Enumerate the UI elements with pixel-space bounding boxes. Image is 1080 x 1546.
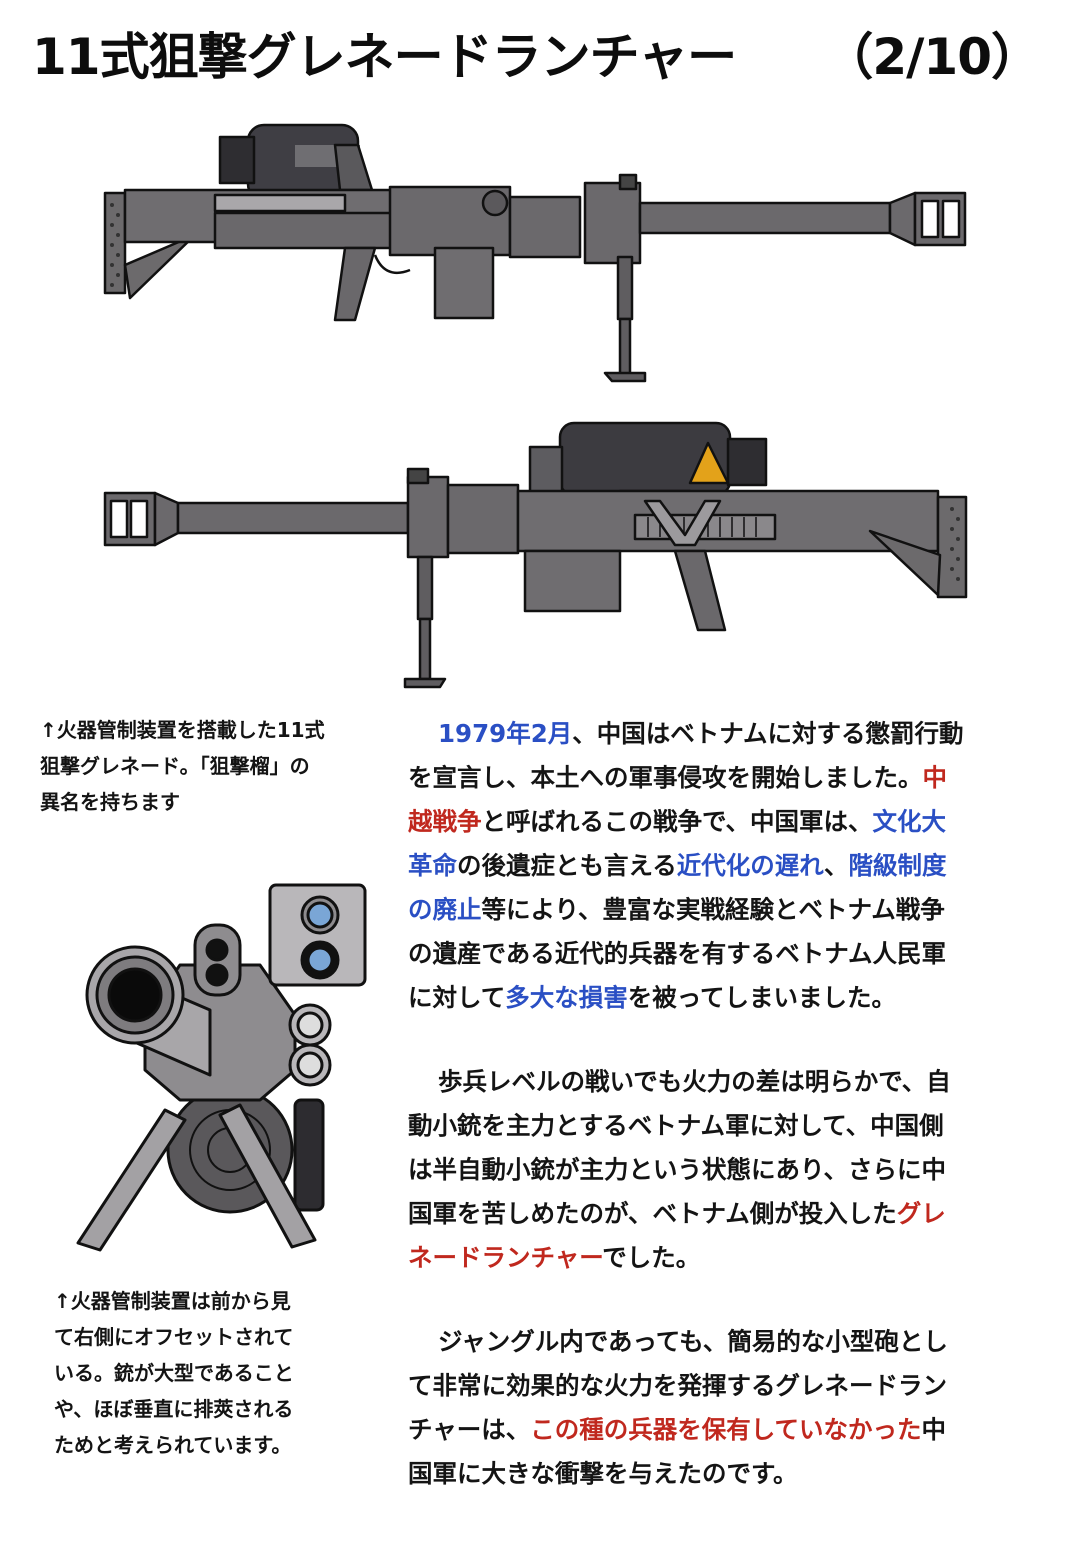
text-segment: 、 [824,851,849,880]
article-line: 革命の後遺症とも言える近代化の遅れ、階級制度 [408,844,1048,888]
article-body: 1979年2月、中国はベトナムに対する懲罰行動を宣言し、本土への軍事侵攻を開始し… [408,712,1048,1536]
caption-top-line: ↑火器管制装置を搭載した11式 [40,718,325,742]
grenade-launcher-side-right-icon [103,123,967,383]
highlight-blue-text: 革命 [408,851,457,880]
article-paragraph: 歩兵レベルの戦いでも火力の差は明らかで、自動小銃を主力とするベトナム軍に対して、… [408,1060,1048,1280]
grenade-launcher-side-left-icon [103,421,968,689]
illustration-side-view-left [100,405,970,695]
caption-top-line: 異名を持ちます [40,790,180,814]
illustration-front-view [70,875,390,1255]
title-text: 11式狙撃グレネードランチャー [32,28,737,86]
text-segment: を宣言し、本土への軍事侵攻を開始しました。 [408,763,923,792]
text-segment: 国軍に大きな衝撃を与えたのです。 [408,1459,798,1488]
highlight-blue-text: 階級制度 [848,851,947,880]
highlight-red-text: 越戦争 [408,807,482,836]
article-paragraph: 1979年2月、中国はベトナムに対する懲罰行動を宣言し、本土への軍事侵攻を開始し… [408,712,1048,1020]
text-segment: チャーは、 [408,1415,531,1444]
text-segment: 、中国はベトナムに対する懲罰行動 [572,719,964,748]
text-segment: 歩兵レベルの戦いでも火力の差は明らかで、自 [438,1067,951,1096]
highlight-blue-text: 文化大 [872,807,947,836]
article-line: 国軍に大きな衝撃を与えたのです。 [408,1452,1048,1496]
article-line: の廃止等により、豊富な実戦経験とベトナム戦争 [408,888,1048,932]
highlight-blue-text: 1979年2月 [438,719,573,748]
article-line: 国軍を苦しめたのが、ベトナム側が投入したグレ [408,1192,1048,1236]
article-line: の遺産である近代的兵器を有するベトナム人民軍 [408,932,1048,976]
highlight-blue-text: 近代化の遅れ [676,851,825,880]
caption-bottom-line: や、ほぼ垂直に排莢される [54,1397,294,1421]
caption-bottom-line: て右側にオフセットされて [54,1325,294,1349]
grenade-launcher-front-icon [76,883,367,1252]
caption-bottom-line: ↑火器管制装置は前から見 [54,1289,291,1313]
page-title: 11式狙撃グレネードランチャー （2/10） [32,22,1052,92]
highlight-blue-text: の廃止 [408,895,482,924]
caption-bottom-line: ためと考えられています。 [54,1433,292,1457]
text-segment: 動小銃を主力とするベトナム軍に対して、中国側 [408,1111,944,1140]
article-line: は半自動小銃が主力という状態にあり、さらに中 [408,1148,1048,1192]
text-segment: と呼ばれるこの戦争で、中国軍は、 [481,807,873,836]
caption-bottom: ↑火器管制装置は前から見 て右側にオフセットされて いる。銃が大型であること や… [54,1283,294,1463]
text-segment: を被ってしまいました。 [627,983,897,1012]
article-line: ネードランチャーでした。 [408,1236,1048,1280]
text-segment: の後遺症とも言える [457,851,677,880]
article-paragraph: ジャングル内であっても、簡易的な小型砲として非常に効果的な火力を発揮するグレネー… [408,1320,1048,1496]
caption-bottom-line: いる。銃が大型であること [54,1361,294,1385]
text-segment: て非常に効果的な火力を発揮するグレネードラン [408,1371,947,1400]
article-line: に対して多大な損害を被ってしまいました。 [408,976,1048,1020]
text-segment: でした。 [602,1243,701,1272]
article-line: 1979年2月、中国はベトナムに対する懲罰行動 [408,712,1048,756]
text-segment: ジャングル内であっても、簡易的な小型砲とし [438,1327,948,1356]
article-line: ジャングル内であっても、簡易的な小型砲とし [408,1320,1048,1364]
highlight-blue-text: 多大な損害 [505,983,628,1012]
article-line: て非常に効果的な火力を発揮するグレネードラン [408,1364,1048,1408]
text-segment: は半自動小銃が主力という状態にあり、さらに中 [408,1155,947,1184]
text-segment: 等により、豊富な実戦経験とベトナム戦争 [481,895,945,924]
article-line: チャーは、この種の兵器を保有していなかった中 [408,1408,1048,1452]
highlight-red-text: 中 [922,763,948,792]
text-segment: に対して [408,983,506,1012]
caption-top-line: 狙撃グレネード。「狙撃榴」の [40,754,310,778]
highlight-red-text: ネードランチャー [408,1243,603,1272]
highlight-red-text: この種の兵器を保有していなかった [530,1415,922,1444]
illustration-side-view-right [100,115,970,400]
article-line: を宣言し、本土への軍事侵攻を開始しました。中 [408,756,1048,800]
text-segment: の遺産である近代的兵器を有するベトナム人民軍 [408,939,947,968]
article-line: 歩兵レベルの戦いでも火力の差は明らかで、自 [408,1060,1048,1104]
highlight-red-text: グレ [896,1199,946,1228]
page-indicator: （2/10） [823,28,1041,86]
article-line: 越戦争と呼ばれるこの戦争で、中国軍は、文化大 [408,800,1048,844]
caption-top: ↑火器管制装置を搭載した11式 狙撃グレネード。「狙撃榴」の 異名を持ちます [40,712,325,820]
text-segment: 中 [921,1415,947,1444]
text-segment: 国軍を苦しめたのが、ベトナム側が投入した [408,1199,897,1228]
article-line: 動小銃を主力とするベトナム軍に対して、中国側 [408,1104,1048,1148]
